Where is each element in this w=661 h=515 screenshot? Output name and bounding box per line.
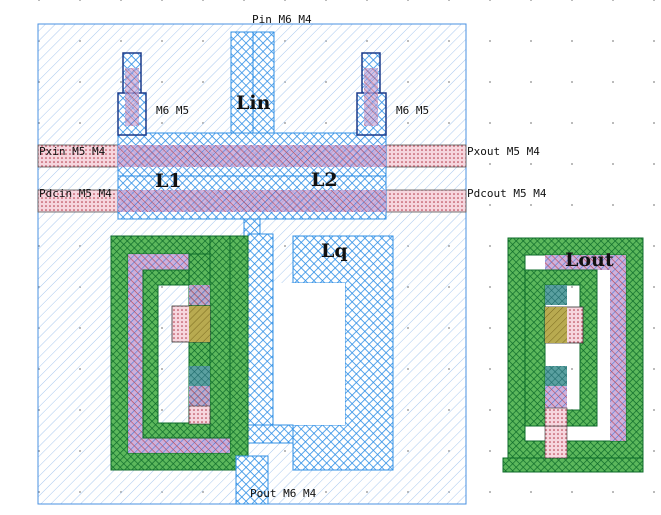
center-feed <box>247 233 274 435</box>
left-coil-red-trace <box>128 254 230 453</box>
pdcout-pad <box>385 189 467 213</box>
pxin-label: Pxin M5 M4 <box>39 145 106 158</box>
pin-label: Pin M6 M4 <box>252 13 312 26</box>
pout-stub <box>235 455 269 505</box>
lq-label: Lq <box>321 240 348 262</box>
pout-label: Pout M6 M4 <box>250 487 317 500</box>
pxout-pad <box>385 144 467 168</box>
lout-label: Lout <box>565 249 614 271</box>
pdcin-label: Pdcin M5 M4 <box>39 187 112 200</box>
lin-label: Lin <box>236 92 271 114</box>
l2-label: L2 <box>311 169 338 191</box>
pdc-overlap <box>118 190 386 212</box>
lout-tail <box>502 457 644 473</box>
via-right-label: M6 M5 <box>396 104 429 117</box>
l1-label: L1 <box>155 170 182 192</box>
via-left-label: M6 M5 <box>156 104 189 117</box>
pxout-label: Pxout M5 M4 <box>467 145 540 158</box>
pdcout-label: Pdcout M5 M4 <box>467 187 547 200</box>
px-overlap <box>118 145 386 167</box>
